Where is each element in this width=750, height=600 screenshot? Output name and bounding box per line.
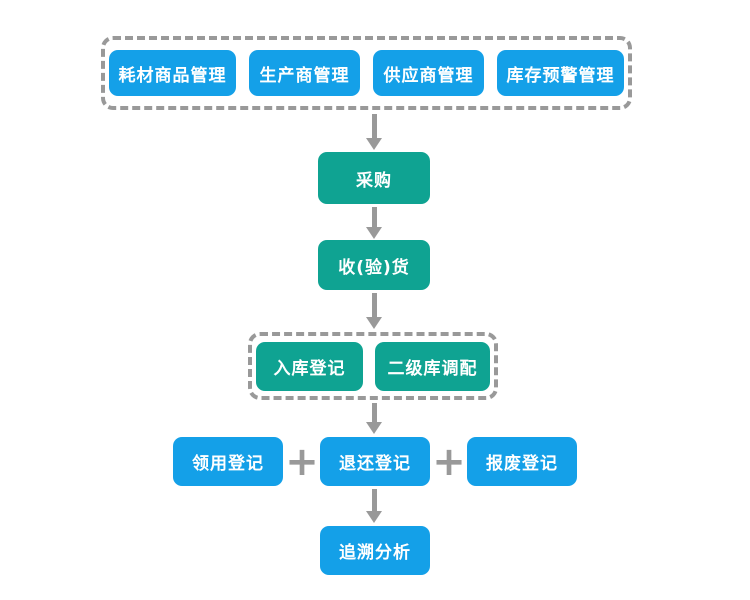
arrow-head <box>366 227 382 239</box>
node-secondary-warehouse-allocation: 二级库调配 <box>375 341 490 391</box>
node-goods-receiving: 收(验)货 <box>318 240 430 290</box>
node-requisition-registration: 领用登记 <box>173 437 283 486</box>
node-supplier-management: 供应商管理 <box>373 50 484 96</box>
management-modules-group: 耗材商品管理 生产商管理 供应商管理 库存预警管理 <box>101 36 632 110</box>
arrow-head <box>366 138 382 150</box>
down-arrow-icon <box>366 489 382 523</box>
node-inventory-alert-management: 库存预警管理 <box>497 50 624 96</box>
node-warehouse-entry-registration: 入库登记 <box>256 341 363 391</box>
down-arrow-icon <box>366 207 382 239</box>
down-arrow-icon <box>366 114 382 150</box>
arrow-head <box>366 511 382 523</box>
node-consumable-goods-management: 耗材商品管理 <box>109 50 236 96</box>
warehouse-registration-group: 入库登记 二级库调配 <box>248 332 498 400</box>
arrow-stem <box>371 489 377 511</box>
node-procurement: 采购 <box>318 152 430 204</box>
down-arrow-icon <box>366 403 382 434</box>
arrow-stem <box>371 207 377 227</box>
node-traceability-analysis: 追溯分析 <box>320 526 430 575</box>
arrow-head <box>366 422 382 434</box>
arrow-head <box>366 317 382 329</box>
arrow-stem <box>371 403 377 422</box>
arrow-stem <box>371 293 377 317</box>
node-manufacturer-management: 生产商管理 <box>249 50 360 96</box>
plus-icon: + <box>285 438 319 485</box>
node-scrap-registration: 报废登记 <box>467 437 577 486</box>
arrow-stem <box>371 114 377 138</box>
down-arrow-icon <box>366 293 382 329</box>
plus-icon: + <box>432 438 466 485</box>
node-return-registration: 退还登记 <box>320 437 430 486</box>
